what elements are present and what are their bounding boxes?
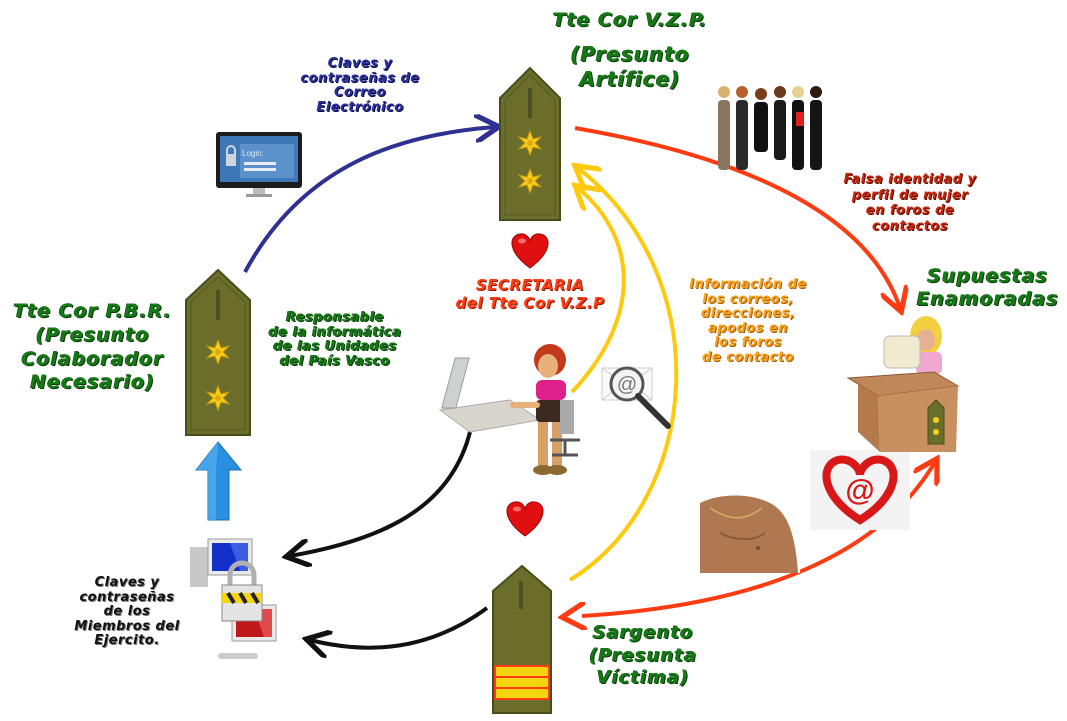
login-text: Login: xyxy=(242,149,264,158)
heart-icon xyxy=(511,233,549,269)
secretary-at-computer xyxy=(438,344,580,475)
vzp-name: Tte Cor V.Z.P. xyxy=(552,9,708,31)
secretaria-label: SECRETARIA del Tte Cor V.Z.P xyxy=(455,276,605,312)
sargento-label: Sargento (Presunta Víctima) xyxy=(588,622,698,688)
women-group-photo xyxy=(718,86,822,170)
arrow-secretaria-to-vzp xyxy=(570,188,626,394)
svg-text:@: @ xyxy=(617,374,637,396)
arrow-secretaria-to-pcs xyxy=(290,431,472,556)
arrow-pbr-to-vzp xyxy=(243,127,495,273)
locked-network-computers-icon xyxy=(190,538,277,659)
heart-at-icon: @ xyxy=(810,450,910,530)
epaulette-vzp xyxy=(499,66,561,221)
arrow-vzp-to-enamoradas xyxy=(574,126,900,308)
army-credentials-label: Claves y contraseñas de los Miembros del… xyxy=(74,575,180,649)
svg-text:@: @ xyxy=(845,474,874,507)
arrow-sargento-to-vzp xyxy=(568,168,679,582)
male-torso-photo xyxy=(700,493,800,573)
pbr-label: Tte Cor P.B.R. (Presunto Colaborador Nec… xyxy=(13,300,172,394)
star-icon xyxy=(517,167,543,195)
up-arrow-icon xyxy=(194,441,243,521)
epaulette-sargento xyxy=(492,564,552,714)
enamoradas-label: Supuestas Enamoradas xyxy=(916,265,1059,310)
heart-icon xyxy=(506,501,544,537)
arrow-sargento-to-pcs xyxy=(310,606,489,648)
star-icon xyxy=(517,129,543,157)
email-magnifier-icon: @ xyxy=(601,366,671,429)
login-monitor-icon: Login: xyxy=(216,132,302,197)
email-credentials-label: Claves y contraseñas de Correo Electróni… xyxy=(300,56,420,115)
vzp-role: (Presunto Artífice) xyxy=(570,42,690,91)
vzp-label: Tte Cor V.Z.P. xyxy=(545,9,715,31)
woman-at-desk xyxy=(846,316,960,452)
star-icon xyxy=(205,338,231,366)
epaulette-pbr xyxy=(185,268,251,436)
pbr-description: Responsable de la informática de las Uni… xyxy=(268,310,402,369)
email-info-label: Información de los correos, direcciones,… xyxy=(689,277,807,365)
star-icon xyxy=(205,384,231,412)
false-identity-label: Falsa identidad y perfil de mujer en for… xyxy=(843,172,977,234)
